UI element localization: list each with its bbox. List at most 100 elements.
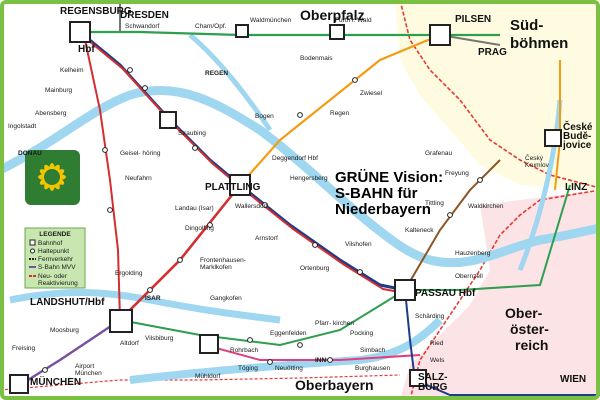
landshut-interchange-icon[interactable] <box>109 309 133 333</box>
station-deggendorf: Deggendorf Hbf <box>272 155 318 162</box>
station-freyung: Freyung <box>445 170 469 177</box>
station-circle-icon <box>147 287 153 293</box>
station-ortenburg: Ortenburg <box>300 265 330 272</box>
legend-item-0: Bahnhof <box>38 240 62 247</box>
station-eggenfelden: Eggenfelden <box>270 330 307 337</box>
region-suedboehmen-1: Süd- <box>510 17 543 34</box>
donau-river <box>0 86 600 268</box>
oberbayern-border <box>0 374 401 391</box>
region-oberoesterreich-2: öster- <box>510 321 549 337</box>
station-airport-2: München <box>75 370 102 377</box>
station-hengersberg: Hengersberg <box>290 175 328 182</box>
title-line-3: Niederbayern <box>335 201 431 218</box>
station-straubing: Straubing <box>178 130 206 137</box>
station-ingolstadt: Ingolstadt <box>8 123 36 130</box>
station-regen: Regen <box>330 110 350 117</box>
muehldorf-interchange-icon[interactable] <box>199 334 219 354</box>
station-geiselhoering: Geisel- höring <box>120 150 161 157</box>
station-bodenmais: Bodenmais <box>300 55 333 62</box>
line-rottal <box>119 289 406 347</box>
passau-interchange-icon[interactable] <box>394 279 416 301</box>
station-circle-icon <box>357 269 363 275</box>
station-ergolding: Ergolding <box>115 270 143 277</box>
city-salzburg: SALZ- <box>418 372 447 383</box>
river-label-isar: ISAR <box>145 295 161 302</box>
cham-interchange-icon[interactable] <box>235 24 249 38</box>
station-circle-icon <box>352 77 358 83</box>
station-zwiesel: Zwiesel <box>360 90 383 97</box>
pilsen-interchange-icon[interactable] <box>429 24 451 46</box>
station-circle-icon <box>267 359 273 365</box>
station-circle-icon <box>127 67 133 73</box>
station-cham: Cham/Opf. <box>195 23 227 30</box>
wels-interchange-icon[interactable] <box>409 369 427 387</box>
muenchen-interchange-icon[interactable] <box>9 374 29 394</box>
station-circle-icon <box>477 177 483 183</box>
station-rohrbach: Rohrbach <box>230 347 259 354</box>
station-dingolfing: Dingolfing <box>185 225 214 232</box>
station-pocking: Pocking <box>350 330 374 337</box>
station-neufahrn: Neufahrn <box>125 175 152 182</box>
plattling-interchange-icon[interactable] <box>229 174 251 196</box>
station-obernzell: Obernzell <box>455 273 483 280</box>
title-line-1: GRÜNE Vision: <box>335 169 443 186</box>
region-oberoesterreich-1: Ober- <box>505 305 543 321</box>
city-dresden: DRESDEN <box>120 10 169 21</box>
city-wien: WIEN <box>560 374 586 385</box>
title-line-2: S-BAHN für <box>335 185 418 202</box>
furth-interchange-icon[interactable] <box>329 24 345 40</box>
station-circle-icon <box>42 367 48 373</box>
station-neuoetting: Neuötting <box>275 365 303 372</box>
line-linz <box>405 184 571 291</box>
station-waldkirchen: Waldkirchen <box>468 203 504 210</box>
station-circle-icon <box>142 85 148 91</box>
station-hauzenberg: Hauzenberg <box>455 250 491 257</box>
station-dots <box>42 67 483 373</box>
line-munich-landshut <box>19 319 121 387</box>
station-bogen: Bogen <box>255 113 274 120</box>
river-label-donau: DONAU <box>18 150 42 157</box>
straubing-interchange-icon[interactable] <box>159 111 177 129</box>
region-oberpfalz: Oberpfalz <box>300 7 365 23</box>
station-circle-icon <box>327 357 333 363</box>
station-airport-1: Airport <box>75 363 94 370</box>
region-suedboehmen-2: böhmen <box>510 35 568 52</box>
station-muehldorf: Mühldorf <box>195 373 220 380</box>
station-kelheim: Kelheim <box>60 67 83 74</box>
legend-item-2: Fernverkehr <box>38 256 74 263</box>
station-frontenhausen-2: Marklkofen <box>200 264 232 271</box>
station-circle-icon <box>177 257 183 263</box>
budweis-interchange-icon[interactable] <box>544 129 562 147</box>
city-muenchen: MÜNCHEN <box>30 375 81 388</box>
city-salzburg-2: BURG <box>418 382 448 393</box>
city-ceske: České <box>563 120 593 133</box>
station-circle-icon <box>207 222 213 228</box>
station-circle-icon <box>247 337 253 343</box>
regensburg-interchange-icon[interactable] <box>69 21 91 43</box>
station-furth: Furth i. Wald <box>335 17 372 24</box>
station-cesky-krumlov-1: Český <box>525 153 544 162</box>
city-plattling: PLATTLING <box>205 182 261 193</box>
station-schwandorf: Schwandorf <box>125 23 160 30</box>
river-label-regen: REGEN <box>205 70 228 77</box>
legend-item-4-line2: Reaktivierung <box>38 280 78 287</box>
line-inn <box>204 344 421 361</box>
station-grafenau: Grafenau <box>425 150 452 157</box>
austria-border <box>409 189 600 400</box>
station-tittling: Tittling <box>425 200 444 207</box>
station-wels: Wels <box>430 357 445 364</box>
city-ceske-2: Budě- <box>563 131 591 142</box>
legend-bahnhof-icon <box>29 239 36 246</box>
station-circle-icon <box>447 212 453 218</box>
station-burghausen: Burghausen <box>355 365 390 372</box>
station-moosburg: Moosburg <box>50 327 79 334</box>
station-kalteneck: Kalteneck <box>405 227 434 234</box>
city-pilsen: PILSEN <box>455 14 491 25</box>
moldau-river <box>517 99 563 271</box>
river-label-inn: INN <box>315 357 327 364</box>
station-circle-icon <box>262 202 268 208</box>
station-freising: Freising <box>12 345 36 352</box>
station-abensberg: Abensberg <box>35 110 67 117</box>
